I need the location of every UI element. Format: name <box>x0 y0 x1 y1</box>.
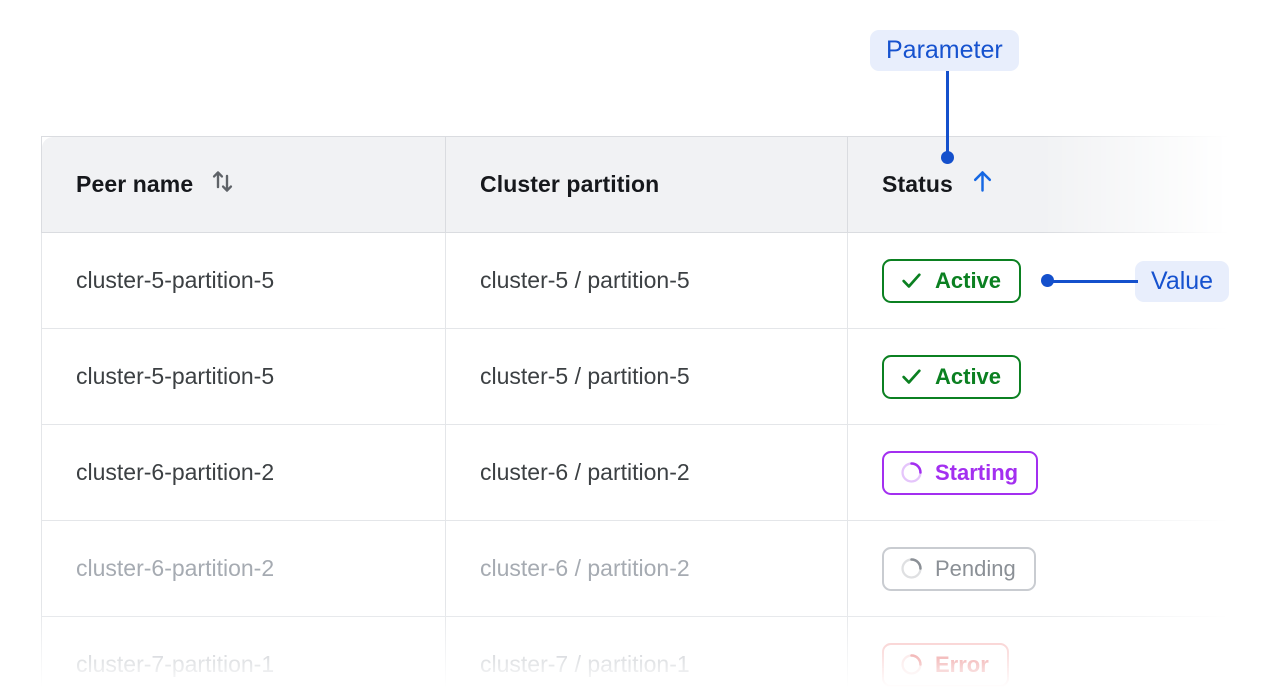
check-icon <box>899 268 924 293</box>
table-header-row: Peer name Cluster partition <box>41 136 1231 233</box>
cell-status: Error <box>847 616 1231 688</box>
spinner-icon <box>899 460 924 485</box>
annotation-badge-parameter: Parameter <box>870 30 1019 71</box>
column-header-peer-name-label: Peer name <box>76 171 194 197</box>
cell-status: Starting <box>847 424 1231 521</box>
column-header-cluster-partition[interactable]: Cluster partition <box>445 136 848 233</box>
annotation-leader-line-value <box>1053 280 1138 283</box>
spinner-icon <box>899 556 924 581</box>
peers-table: Peer name Cluster partition <box>41 136 1231 688</box>
cell-cluster-partition: cluster-5 / partition-5 <box>445 232 848 329</box>
annotation-anchor-dot-parameter <box>941 151 954 164</box>
status-badge-label: Pending <box>935 555 1016 581</box>
cell-peer-name: cluster-6-partition-2 <box>41 520 446 617</box>
status-badge-starting[interactable]: Starting <box>882 450 1039 495</box>
cell-cluster-partition: cluster-7 / partition-1 <box>445 616 848 688</box>
cell-peer-name: cluster-7-partition-1 <box>41 616 446 688</box>
annotation-leader-line-parameter <box>946 71 949 157</box>
status-badge-error[interactable]: Error <box>882 642 1009 687</box>
annotation-anchor-dot-value <box>1041 274 1054 287</box>
column-header-status-label: Status <box>882 171 953 197</box>
cell-status: Active <box>847 328 1231 425</box>
status-badge-label: Error <box>935 651 989 677</box>
annotation-badge-value: Value <box>1135 261 1230 302</box>
check-icon <box>899 364 924 389</box>
sort-both-arrows-icon[interactable] <box>209 168 236 201</box>
cell-cluster-partition: cluster-6 / partition-2 <box>445 424 848 521</box>
cell-peer-name: cluster-5-partition-5 <box>41 232 446 329</box>
cell-cluster-partition: cluster-6 / partition-2 <box>445 520 848 617</box>
cell-status: Pending <box>847 520 1231 617</box>
status-badge-label: Active <box>935 363 1002 389</box>
status-badge-active[interactable]: Active <box>882 354 1022 399</box>
cell-peer-name: cluster-6-partition-2 <box>41 424 446 521</box>
column-header-peer-name[interactable]: Peer name <box>41 136 446 233</box>
spinner-icon <box>899 652 924 677</box>
table-head: Peer name Cluster partition <box>41 136 1231 233</box>
cell-peer-name: cluster-5-partition-5 <box>41 328 446 425</box>
cell-cluster-partition: cluster-5 / partition-5 <box>445 328 848 425</box>
arrow-up-icon[interactable] <box>969 168 996 201</box>
status-badge-pending[interactable]: Pending <box>882 546 1036 591</box>
status-badge-label: Starting <box>935 459 1019 485</box>
status-badge-active[interactable]: Active <box>882 258 1022 303</box>
cell-status: Active <box>847 232 1231 329</box>
column-header-cluster-partition-label: Cluster partition <box>480 171 660 197</box>
column-header-status[interactable]: Status <box>847 136 1231 233</box>
status-badge-label: Active <box>935 267 1002 293</box>
peers-table-container: Peer name Cluster partition <box>41 136 1231 688</box>
